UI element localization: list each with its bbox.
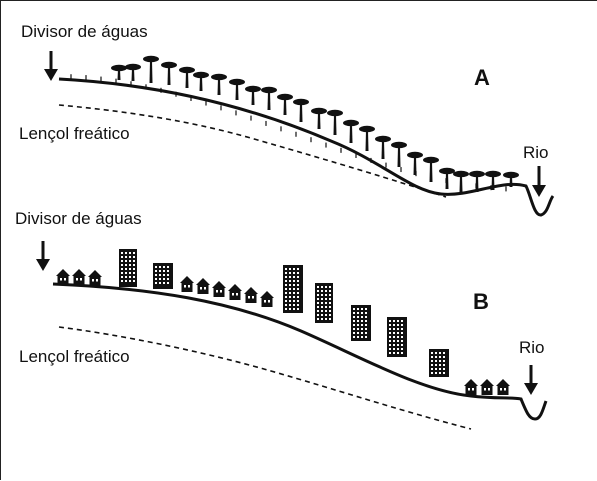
tree-icon [359,125,375,151]
tree-icon [343,119,359,143]
house-icon [196,278,210,294]
panel-a-rio-arrow-icon [532,166,546,197]
building-icon [429,349,449,377]
tree-icon [375,135,391,159]
panel-a-rio-label: Rio [523,143,549,162]
tree-icon [211,73,227,95]
panel-b-lencol-label: Lençol freático [19,347,130,366]
panel-a-divisor-label: Divisor de águas [21,22,148,41]
building-icon [119,249,137,287]
tree-icon [485,170,501,190]
panel-b-ground-line [52,282,548,421]
panel-a-divisor-arrow-icon [44,51,58,81]
panel-b-rio-label: Rio [519,338,545,357]
house-icon [72,269,86,285]
tree-icon [439,167,455,189]
house-icon [212,281,226,297]
panel-a-forest [70,55,519,192]
house-icon [480,379,494,395]
house-icon [56,269,70,285]
house-icon [180,276,194,292]
panel-b-water-table-line [58,326,472,430]
tree-icon [125,63,141,81]
tree-icon [311,107,327,129]
tree-icon [277,93,293,115]
house-icon [464,379,478,395]
building-icon [283,265,303,313]
building-icon [315,283,333,323]
tree-icon [407,151,423,175]
panel-b-rio-arrow-icon [524,365,538,395]
panel-a-lencol-label: Lençol freático [19,124,130,143]
tree-icon [179,66,195,88]
tree-icon [161,61,177,85]
house-icon [228,284,242,300]
tree-icon [503,171,519,187]
building-icon [351,305,371,341]
house-icon [496,379,510,395]
panel-b-divisor-arrow-icon [36,241,50,271]
house-icon [244,287,258,303]
tree-icon [423,156,439,182]
tree-icon [293,98,309,122]
house-icon [260,291,274,307]
panel-a-letter: A [474,65,490,90]
tree-icon [143,55,159,83]
tree-icon [229,78,245,100]
tree-icon [327,109,343,135]
panel-b-letter: B [473,289,489,314]
tree-icon [245,85,261,105]
building-icon [153,263,173,289]
panel-a-water-table-line [58,104,447,198]
house-icon [88,270,102,286]
tree-icon [261,86,277,110]
building-icon [387,317,407,357]
tree-icon [193,71,209,91]
panel-a-ground-line [58,77,555,217]
tree-icon [111,64,127,80]
panel-b-city [56,249,510,395]
tree-icon [391,141,407,167]
panel-b-divisor-label: Divisor de águas [15,209,142,228]
